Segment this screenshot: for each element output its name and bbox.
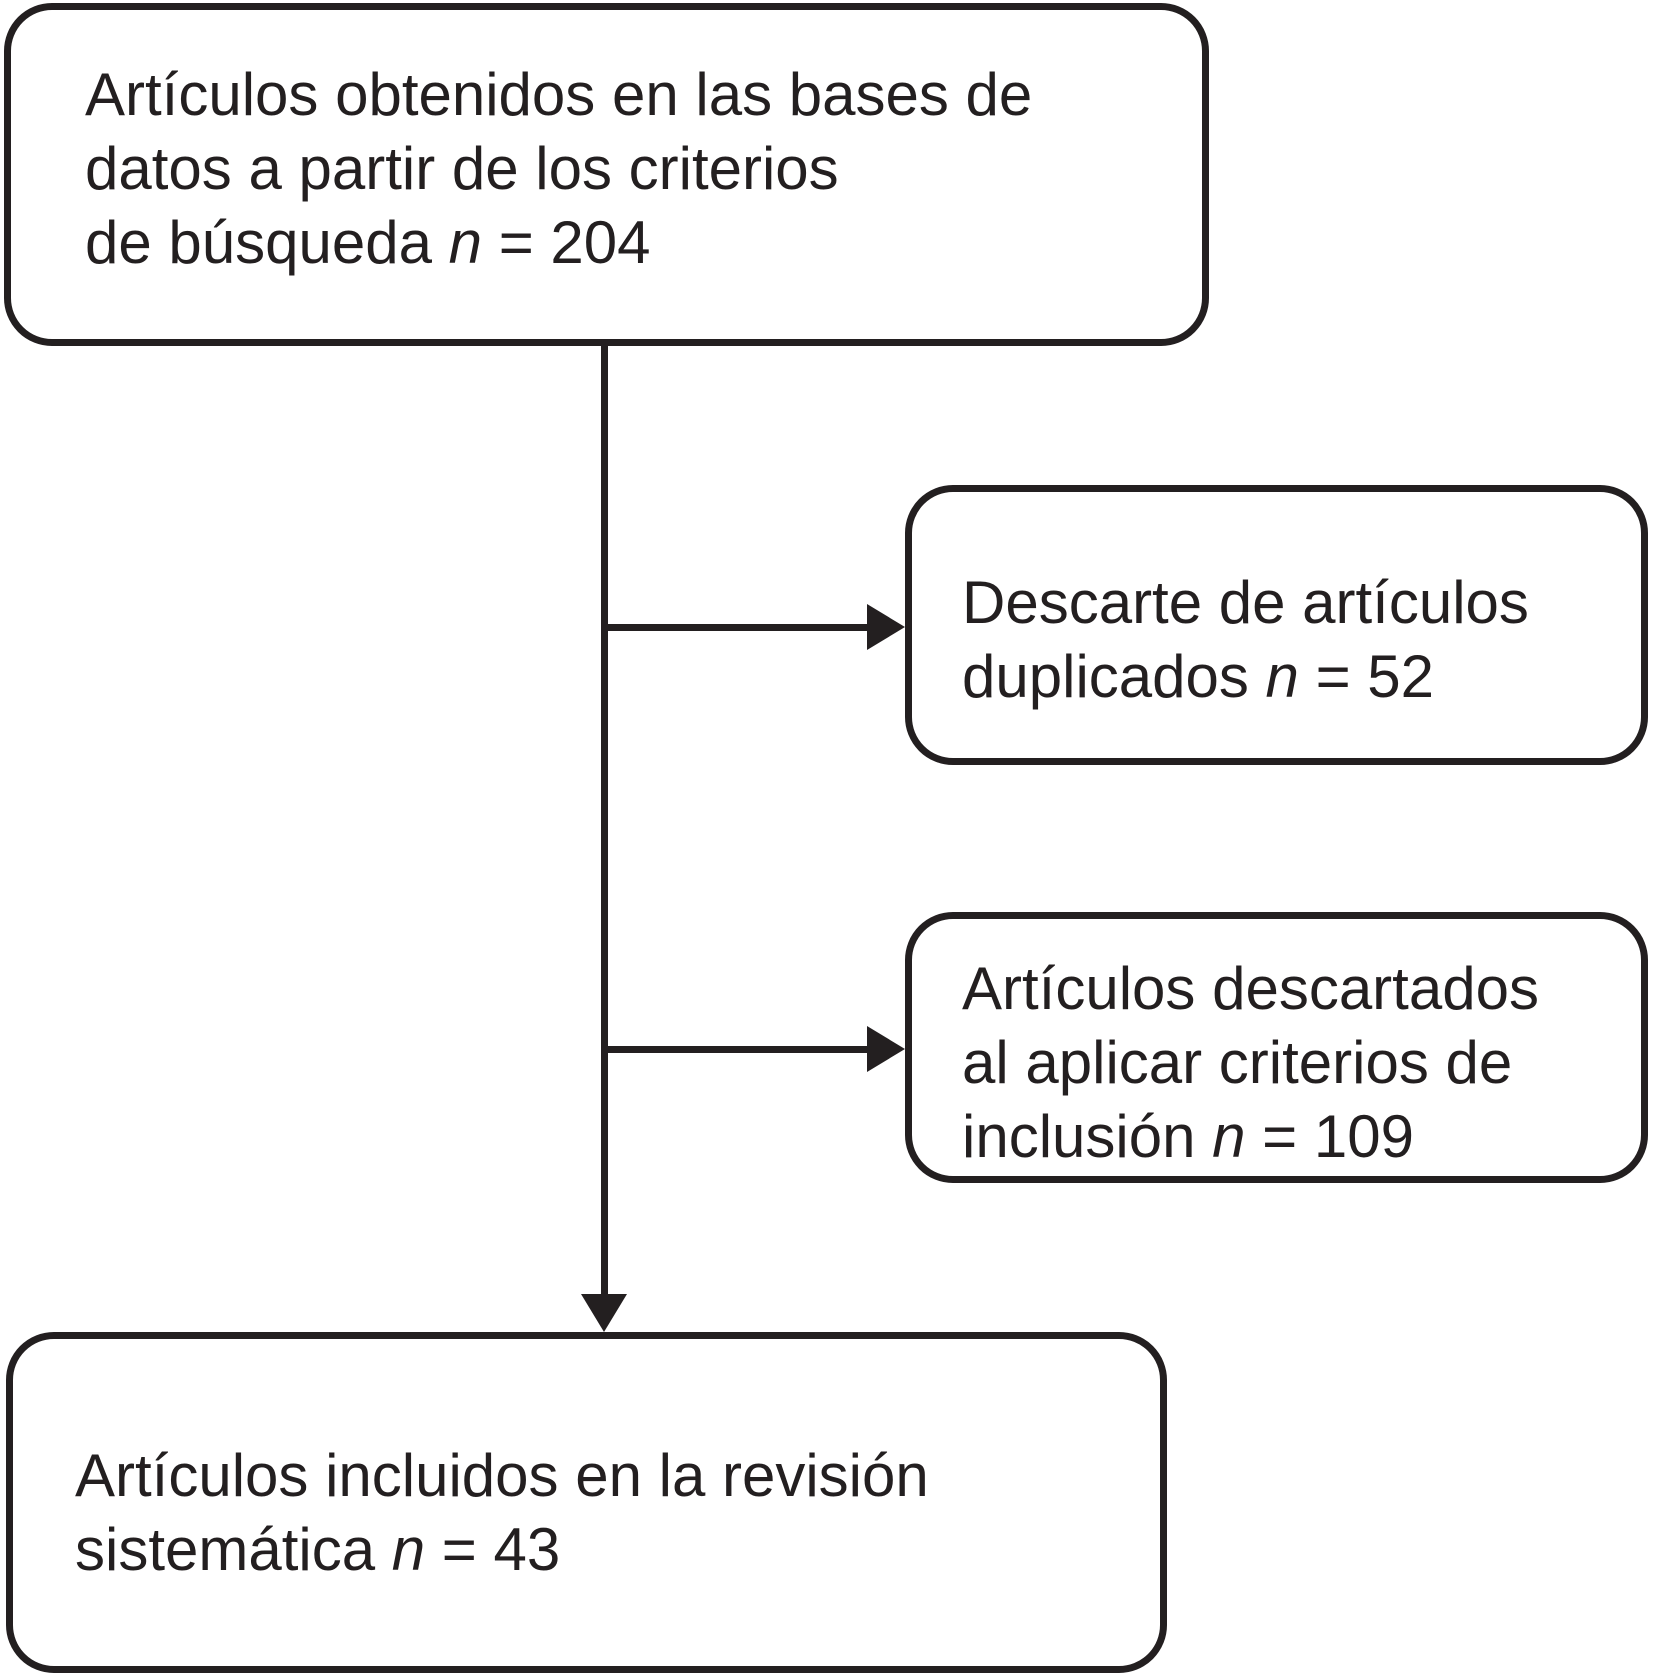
- box-included-line2: sistemática n = 43: [75, 1515, 561, 1583]
- n-variable: n: [1265, 643, 1299, 710]
- box-excluded-line1: Artículos descartados: [962, 954, 1539, 1022]
- box-included-line1: Artículos incluidos en la revisión: [75, 1441, 929, 1509]
- connector-branch-duplicates: [604, 624, 867, 631]
- connector-branch-excluded: [604, 1046, 867, 1053]
- box-search-results-line1: Artículos obtenidos en las bases de: [85, 60, 1033, 128]
- n-variable: n: [391, 1515, 426, 1583]
- n-variable: n: [1212, 1102, 1246, 1170]
- box-search-results-line2: datos a partir de los criterios: [85, 134, 839, 202]
- box-excluded-by-criteria: Artículos descartados al aplicar criteri…: [905, 912, 1648, 1183]
- arrow-right-icon: [867, 604, 905, 650]
- n-variable: n: [448, 208, 483, 276]
- box-duplicates-removed-line1: Descarte de artículos: [962, 569, 1529, 636]
- box-search-results-line3: de búsqueda n = 204: [85, 208, 651, 276]
- box-excluded-line3: inclusión n = 109: [962, 1102, 1415, 1170]
- box-duplicates-removed-line2: duplicados n = 52: [962, 643, 1435, 710]
- box-duplicates-removed: Descarte de artículos duplicados n = 52: [905, 485, 1648, 765]
- box-search-results: Artículos obtenidos en las bases de dato…: [4, 3, 1209, 346]
- arrow-down-icon: [581, 1294, 627, 1332]
- box-included-in-review: Artículos incluidos en la revisión siste…: [6, 1332, 1167, 1673]
- arrow-right-icon: [867, 1026, 905, 1072]
- connector-main-vertical: [601, 346, 608, 1302]
- box-excluded-line2: al aplicar criterios de: [962, 1028, 1513, 1096]
